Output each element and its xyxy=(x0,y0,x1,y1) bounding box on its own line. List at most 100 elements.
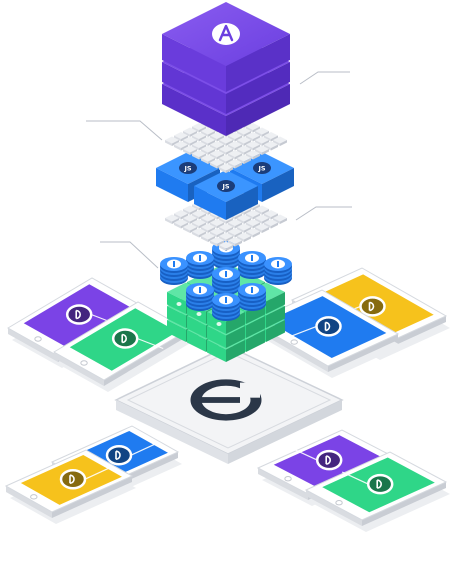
coin-stack xyxy=(186,283,214,311)
callout-lines xyxy=(86,71,352,269)
grid-tile xyxy=(246,219,260,229)
grid-tile xyxy=(273,214,287,224)
grid-tile xyxy=(255,223,269,233)
grid-tile xyxy=(183,223,197,233)
app-badge-icon xyxy=(65,304,93,325)
coin-stack xyxy=(238,283,266,311)
grid-tile xyxy=(192,141,206,151)
grid-tile xyxy=(210,219,224,229)
grid-tile xyxy=(210,141,224,151)
grid-tile xyxy=(183,145,197,155)
app-badge-icon xyxy=(366,473,394,495)
grid-tile xyxy=(192,210,206,220)
grid-tile xyxy=(201,223,215,233)
grid-tile xyxy=(273,136,287,146)
grid-tile xyxy=(201,136,215,146)
grid-tile xyxy=(255,205,269,215)
app-badge-icon xyxy=(359,296,386,317)
grid-tile xyxy=(246,123,260,133)
js-block: JS xyxy=(194,170,258,220)
grid-tile xyxy=(246,210,260,220)
grid-tile xyxy=(201,145,215,155)
grid-tile xyxy=(237,145,251,155)
phone-devices xyxy=(4,267,450,532)
app-badge-icon xyxy=(105,444,133,466)
js-icon: JS xyxy=(253,162,271,174)
grid-tile xyxy=(228,219,242,229)
phone-left-bottom-front xyxy=(4,449,136,524)
grid-tile xyxy=(210,237,224,247)
grid-tile xyxy=(183,136,197,146)
grid-tile xyxy=(165,136,179,146)
grid-tile xyxy=(246,228,260,238)
coin-icon xyxy=(193,253,207,263)
grid-tile xyxy=(219,154,233,164)
grid-tile xyxy=(174,210,188,220)
coin-icon xyxy=(245,285,259,295)
phone-right-bottom-front xyxy=(304,451,450,532)
coin-icon xyxy=(219,269,233,279)
grid-tile xyxy=(192,123,206,133)
home-button xyxy=(290,339,298,345)
coin-stack xyxy=(238,251,266,279)
js-label: JS xyxy=(221,183,229,191)
grid-tile xyxy=(165,214,179,224)
coin-stack xyxy=(160,257,188,285)
coin-icon xyxy=(245,253,259,263)
coin-icon xyxy=(167,259,181,269)
grid-tile xyxy=(183,214,197,224)
grid-tile xyxy=(228,228,242,238)
grid-tile xyxy=(210,150,224,160)
coin-icon xyxy=(219,295,233,305)
connector-line xyxy=(130,442,158,456)
grid-tile xyxy=(228,237,242,247)
grid-tile xyxy=(228,159,242,169)
top-block xyxy=(162,2,290,136)
grid-tile xyxy=(246,150,260,160)
e-logo-icon xyxy=(190,379,262,421)
gear-icon xyxy=(176,302,182,306)
grid-tile xyxy=(219,163,233,173)
home-button xyxy=(335,500,343,506)
coin-stack xyxy=(212,267,240,295)
grid-tile xyxy=(246,141,260,151)
connector-line xyxy=(290,325,317,337)
grid-tile xyxy=(255,136,269,146)
coin-icon xyxy=(271,259,285,269)
grid-tile xyxy=(264,141,278,151)
grid-tile xyxy=(210,132,224,142)
js-label: JS xyxy=(183,165,191,173)
grid-tile xyxy=(255,145,269,155)
gear-icon xyxy=(196,312,202,316)
grid-tile xyxy=(192,132,206,142)
grid-tile xyxy=(183,127,197,137)
a-logo-icon xyxy=(212,23,240,45)
grid-tile xyxy=(174,132,188,142)
grid-tile xyxy=(183,205,197,215)
grid-tile xyxy=(192,228,206,238)
grid-tile xyxy=(219,232,233,242)
coin-stack xyxy=(264,257,292,285)
home-button xyxy=(30,494,38,500)
connector-line xyxy=(341,471,369,485)
app-badge-icon xyxy=(315,316,342,337)
grid-tile xyxy=(219,223,233,233)
app-badge-icon xyxy=(111,328,139,349)
grid-tile xyxy=(174,141,188,151)
home-button xyxy=(80,360,88,366)
gear-icon xyxy=(216,322,222,326)
app-badge-icon xyxy=(315,449,343,471)
home-button xyxy=(284,476,292,482)
grid-tile xyxy=(210,228,224,238)
grid-tile xyxy=(246,132,260,142)
grid-tile xyxy=(219,145,233,155)
grid-tile xyxy=(201,127,215,137)
grid-tile xyxy=(228,150,242,160)
grid-tile xyxy=(264,210,278,220)
js-icon: JS xyxy=(179,162,197,174)
grid-tile xyxy=(237,223,251,233)
grid-tile xyxy=(219,136,233,146)
grid-tile xyxy=(255,127,269,137)
phone-left-middle xyxy=(53,301,192,392)
